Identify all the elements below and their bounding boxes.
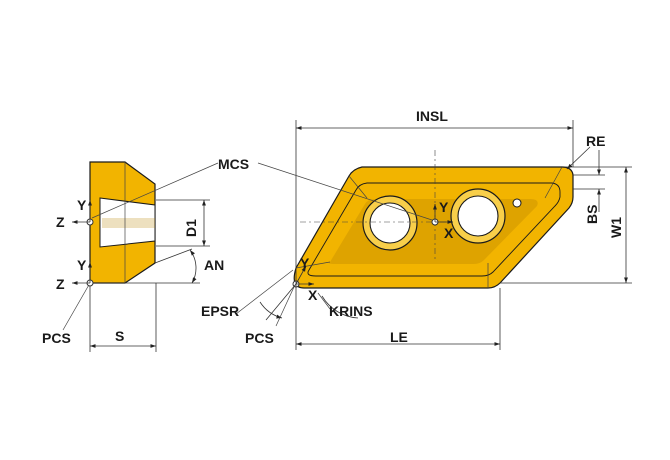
label-x-mcs: X (444, 225, 454, 241)
label-an: AN (204, 257, 224, 273)
label-mcs: MCS (218, 156, 249, 172)
label-y-side-bottom: Y (77, 257, 87, 273)
label-y-pcs: Y (300, 255, 310, 271)
mcs-axes (431, 204, 453, 226)
label-y-mcs: Y (439, 199, 449, 215)
label-krins: KRINS (329, 303, 373, 319)
label-insl: INSL (416, 108, 448, 124)
label-y-side-top: Y (77, 197, 87, 213)
leader-lines (91, 162, 433, 327)
label-s: S (115, 328, 124, 344)
label-d1: D1 (183, 219, 199, 237)
center-lines (300, 150, 450, 260)
label-pcs-left: PCS (42, 330, 71, 346)
label-x-pcs: X (308, 287, 318, 303)
side-view-axes (72, 200, 94, 287)
label-z-side-top: Z (56, 214, 65, 230)
label-z-side-bottom: Z (56, 276, 65, 292)
top-view-holes (362, 188, 522, 251)
label-le: LE (390, 329, 408, 345)
label-pcs-right: PCS (245, 330, 274, 346)
label-re: RE (586, 133, 605, 149)
side-view-insert (89, 161, 156, 284)
label-epsr: EPSR (201, 303, 239, 319)
top-view-dimensions (259, 120, 632, 350)
side-view-dimensions (62, 199, 210, 352)
label-bs: BS (584, 205, 600, 224)
label-w1: W1 (608, 217, 624, 238)
top-view-insert (293, 166, 574, 289)
